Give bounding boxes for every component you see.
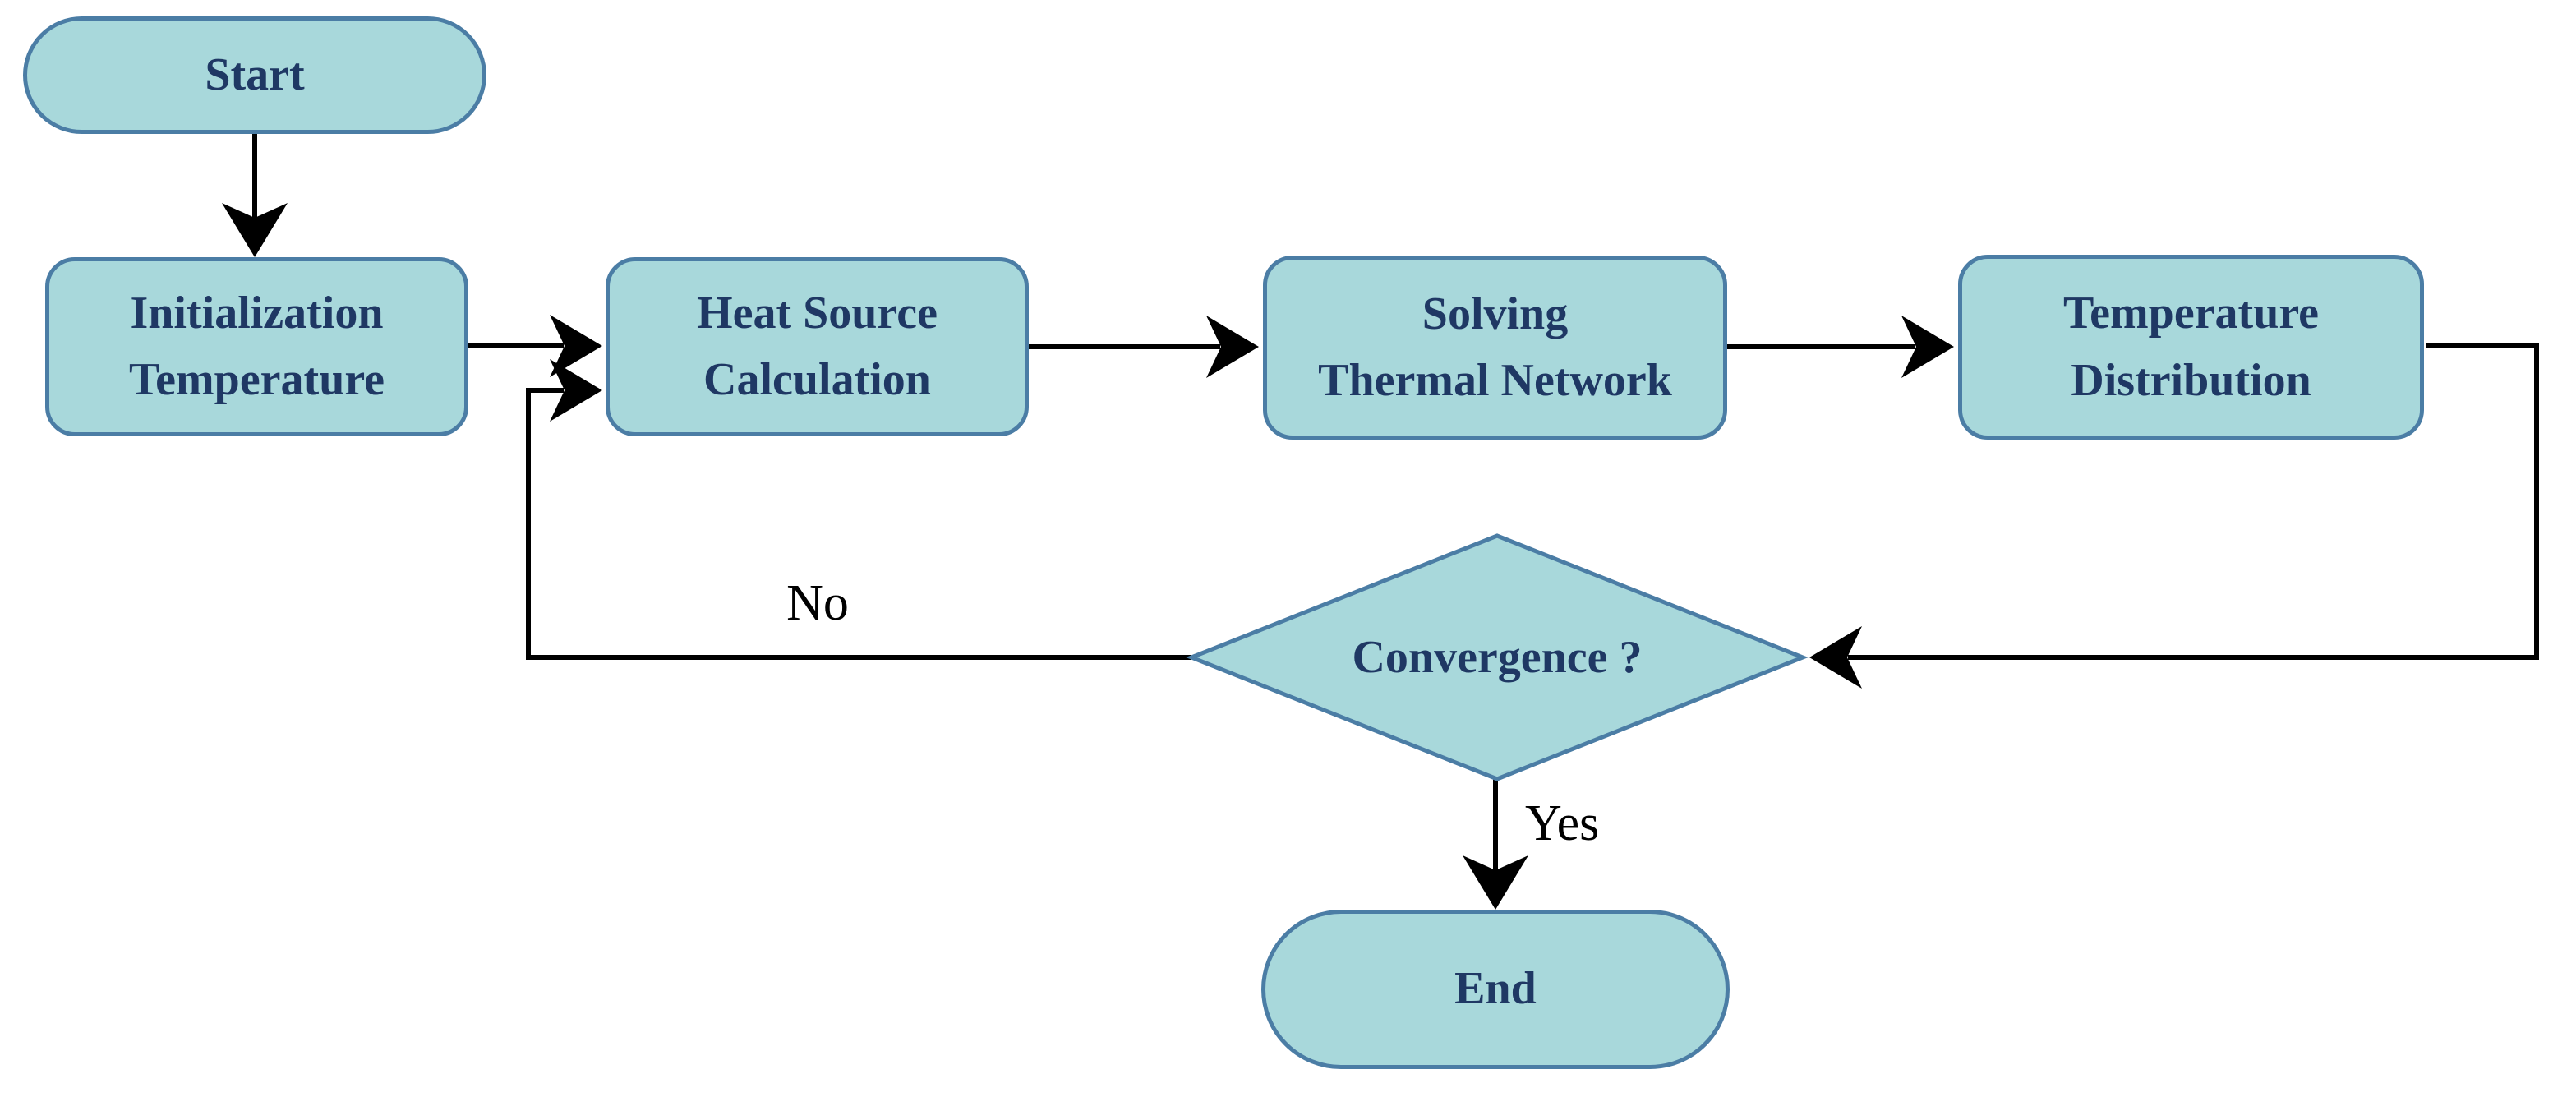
arrowhead-right-icon bbox=[1901, 316, 1954, 378]
arrowhead-down-icon bbox=[222, 203, 288, 257]
node-end: End bbox=[1261, 910, 1730, 1069]
node-heat-label-line2: Calculation bbox=[703, 354, 931, 405]
node-initialization-temperature: Initialization Temperature bbox=[45, 257, 468, 436]
edge-label-no: No bbox=[786, 575, 849, 631]
node-convergence-decision-label: Convergence ? bbox=[1352, 632, 1643, 683]
node-start: Start bbox=[23, 16, 486, 134]
arrowhead-left-icon bbox=[1809, 626, 1862, 689]
node-temperature-distribution: Temperature Distribution bbox=[1958, 255, 2424, 440]
arrowhead-right-icon bbox=[1206, 316, 1259, 378]
node-end-label: End bbox=[1454, 963, 1537, 1015]
node-heat-source-calculation: Heat Source Calculation bbox=[606, 257, 1029, 436]
node-heat-label-line1: Heat Source bbox=[697, 287, 938, 339]
node-solve-label-line1: Solving bbox=[1422, 288, 1569, 339]
node-temp-label-line2: Distribution bbox=[2071, 354, 2311, 406]
decision-diamond-shape bbox=[1186, 533, 1809, 781]
edge-label-yes: Yes bbox=[1525, 795, 1600, 851]
node-temp-label-line1: Temperature bbox=[2062, 288, 2320, 339]
node-solve-label-line2: Thermal Network bbox=[1318, 355, 1672, 406]
edge-temp-to-decision bbox=[1848, 343, 2539, 660]
arrowhead-down-icon bbox=[1463, 855, 1528, 910]
edge-decision-no-to-heat bbox=[526, 388, 1191, 660]
arrowhead-right-icon bbox=[550, 359, 602, 422]
arrowhead-right-icon bbox=[550, 315, 602, 377]
node-init-label-line2: Temperature bbox=[128, 354, 385, 405]
node-solving-thermal-network: Solving Thermal Network bbox=[1263, 256, 1727, 440]
node-init-label-line1: Initialization bbox=[130, 287, 384, 339]
node-start-label: Start bbox=[205, 48, 305, 100]
